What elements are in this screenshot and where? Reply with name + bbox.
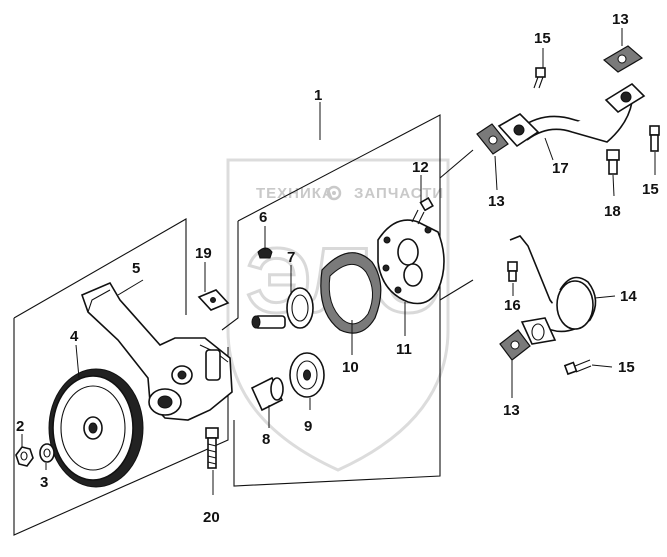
callout-8: 8 (262, 431, 270, 448)
callout-15-right: 15 (642, 181, 659, 198)
callout-9: 9 (304, 418, 312, 435)
pipe-gasket-lower (476, 123, 509, 155)
callout-7: 7 (287, 249, 295, 266)
callout-15-top: 15 (534, 30, 551, 47)
lock-plate (197, 289, 230, 311)
outlet-pipe (497, 82, 646, 148)
watermark-gear-icon (326, 185, 342, 201)
callout-3: 3 (40, 474, 48, 491)
leader-lines (21, 28, 656, 495)
drive-gear (48, 368, 144, 488)
callout-14: 14 (620, 288, 637, 305)
suction-gasket (499, 329, 531, 361)
pipe-bolt-top (533, 67, 546, 89)
pump-gasket (320, 252, 382, 334)
woodruff-key (257, 247, 273, 259)
callout-2: 2 (16, 418, 24, 435)
watermark-line1: ТЕХНИКА (256, 185, 334, 202)
watermark-line2: ЗАПЧАСТИ (354, 185, 444, 202)
watermark-shield (226, 158, 450, 472)
callout-20: 20 (203, 509, 220, 526)
nut (15, 446, 34, 467)
bracket-bolt (205, 427, 219, 469)
callout-16: 16 (504, 297, 521, 314)
callout-12: 12 (412, 159, 429, 176)
drive-shaft-gear (251, 287, 314, 329)
pipe-bolt-18 (606, 149, 620, 175)
callout-1: 1 (314, 87, 322, 104)
callout-4: 4 (70, 328, 79, 345)
callout-6: 6 (259, 209, 267, 226)
callout-labels: 1 2 3 4 5 6 7 8 9 10 11 12 13 13 13 14 1… (16, 11, 659, 526)
bushing-sleeve (250, 376, 284, 412)
bracket-bolt-16 (507, 261, 518, 282)
callout-19: 19 (195, 245, 212, 262)
callout-10: 10 (342, 359, 359, 376)
cover-bolt (411, 196, 434, 225)
callout-15-suction: 15 (618, 359, 635, 376)
pump-bracket (80, 281, 233, 421)
callout-13-pipe-lower: 13 (488, 193, 505, 210)
driven-gear (289, 352, 325, 398)
callout-17: 17 (552, 160, 569, 177)
callout-18: 18 (604, 203, 621, 220)
pipe-bolt-right (649, 125, 660, 152)
callout-13-suction: 13 (503, 402, 520, 419)
suction-bolt (563, 359, 592, 376)
callout-11: 11 (396, 341, 412, 358)
pump-cover (377, 219, 445, 305)
pipe-gasket-upper (602, 45, 644, 73)
suction-pipe (509, 235, 597, 345)
callout-13-pipe-upper: 13 (612, 11, 629, 28)
washer (39, 443, 55, 463)
callout-5: 5 (132, 260, 140, 277)
